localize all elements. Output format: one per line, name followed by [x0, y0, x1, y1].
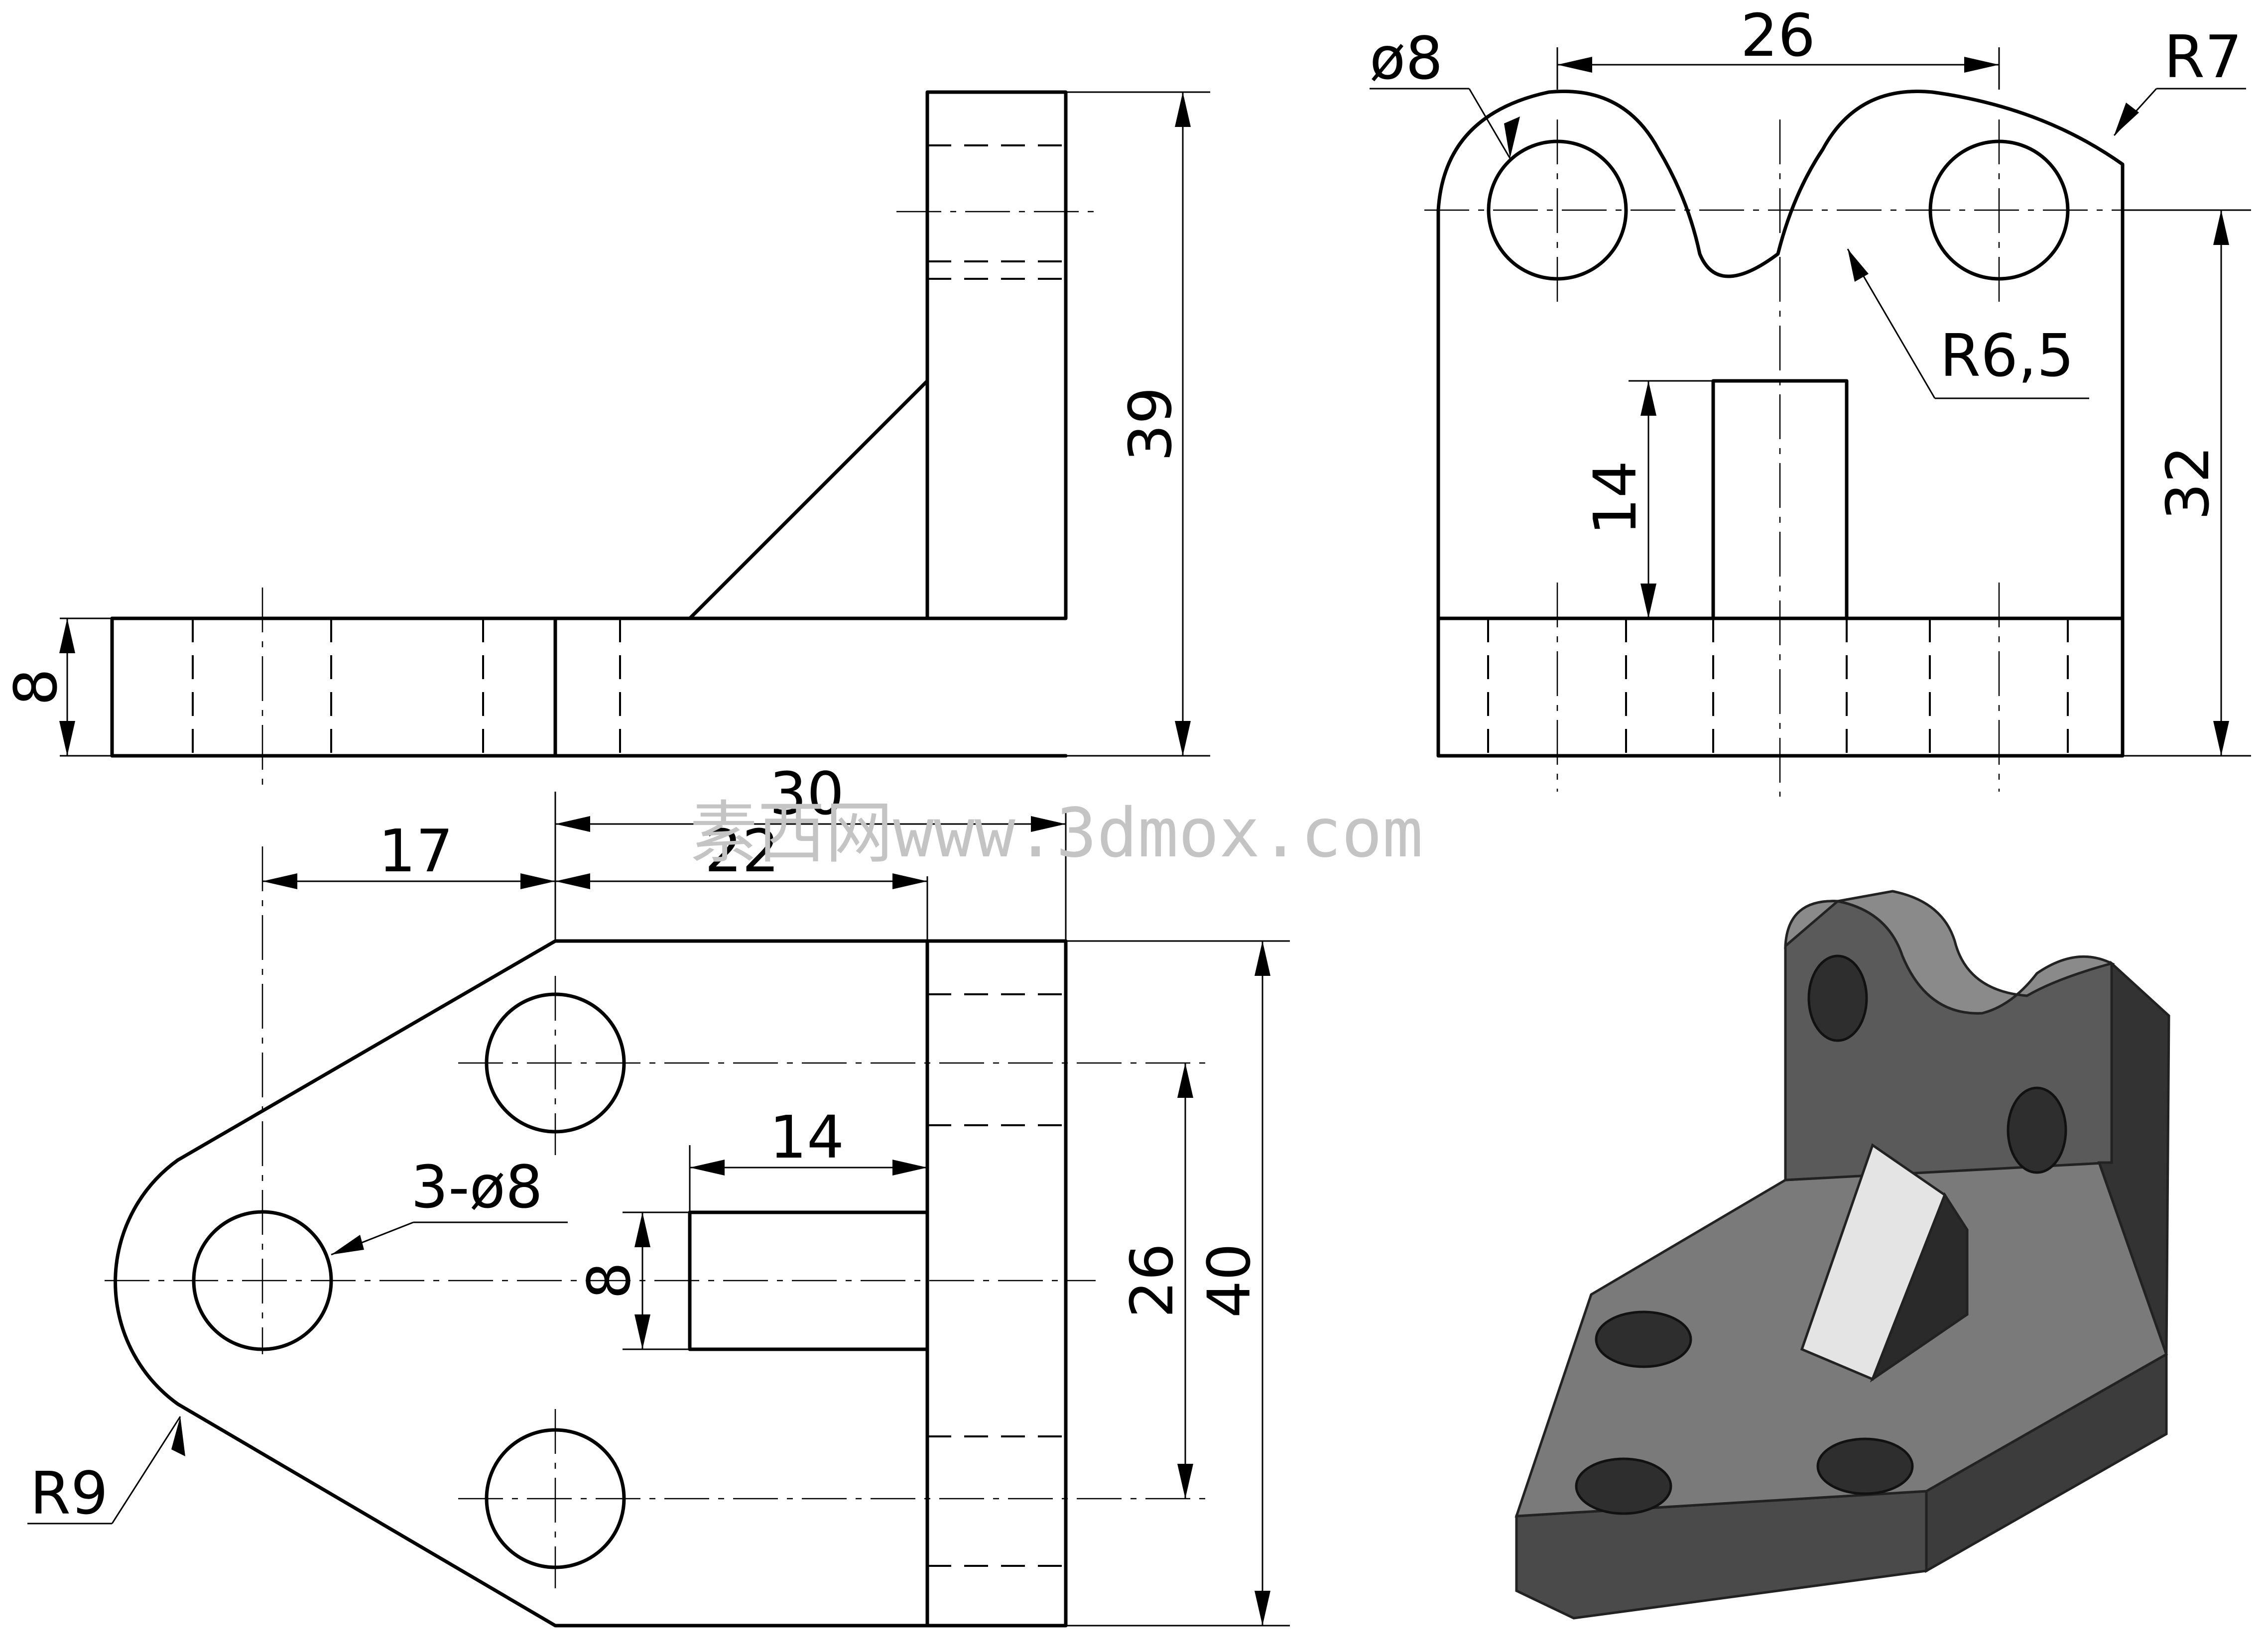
side-height-label: 32 [2153, 446, 2222, 520]
iso-hole-4 [1807, 954, 1868, 1042]
top-slot-w-label: 8 [575, 1262, 643, 1299]
side-dia-label: ø8 [1370, 24, 1443, 93]
top-30-label: 30 [769, 759, 844, 828]
side-slot-label: 14 [1581, 461, 1649, 535]
front-base-label: 8 [1, 668, 70, 706]
iso-upright-right [2097, 960, 2170, 1355]
top-outline [114, 939, 1068, 1628]
iso-hole-2 [1575, 1457, 1672, 1515]
side-r65-label: R6,5 [1940, 321, 2074, 390]
side-view: 26 ø8 R7 R6,5 14 32 [1370, 1, 2251, 797]
iso-hole-5 [2007, 1086, 2067, 1174]
top-26-label: 26 [1118, 1243, 1186, 1318]
front-rib-line [688, 379, 929, 620]
top-17-label: 17 [378, 817, 453, 885]
top-holes-label: 3-ø8 [411, 1153, 543, 1221]
front-outline [110, 90, 1068, 758]
side-r7-label: R7 [2164, 22, 2242, 91]
front-view: 39 8 [1, 90, 1210, 792]
top-40-label: 40 [1195, 1243, 1263, 1318]
top-22-label: 22 [705, 817, 779, 885]
isometric-view [1514, 890, 2170, 1620]
top-view: 30 22 17 14 3-ø8 8 26 [27, 759, 1290, 1628]
watermark: 素西网www.3dmox.com [690, 794, 1423, 873]
top-r9-label: R9 [30, 1459, 108, 1528]
top-slot-len-label: 14 [769, 1103, 844, 1172]
side-width-label: 26 [1741, 1, 1815, 70]
iso-hole-3 [1816, 1437, 1914, 1495]
iso-hole-1 [1595, 1310, 1692, 1368]
front-height-label: 39 [1116, 387, 1185, 462]
front-outline-base [110, 616, 1068, 758]
side-outline [1436, 89, 2125, 758]
iso-rib-dark [1870, 1192, 1969, 1383]
